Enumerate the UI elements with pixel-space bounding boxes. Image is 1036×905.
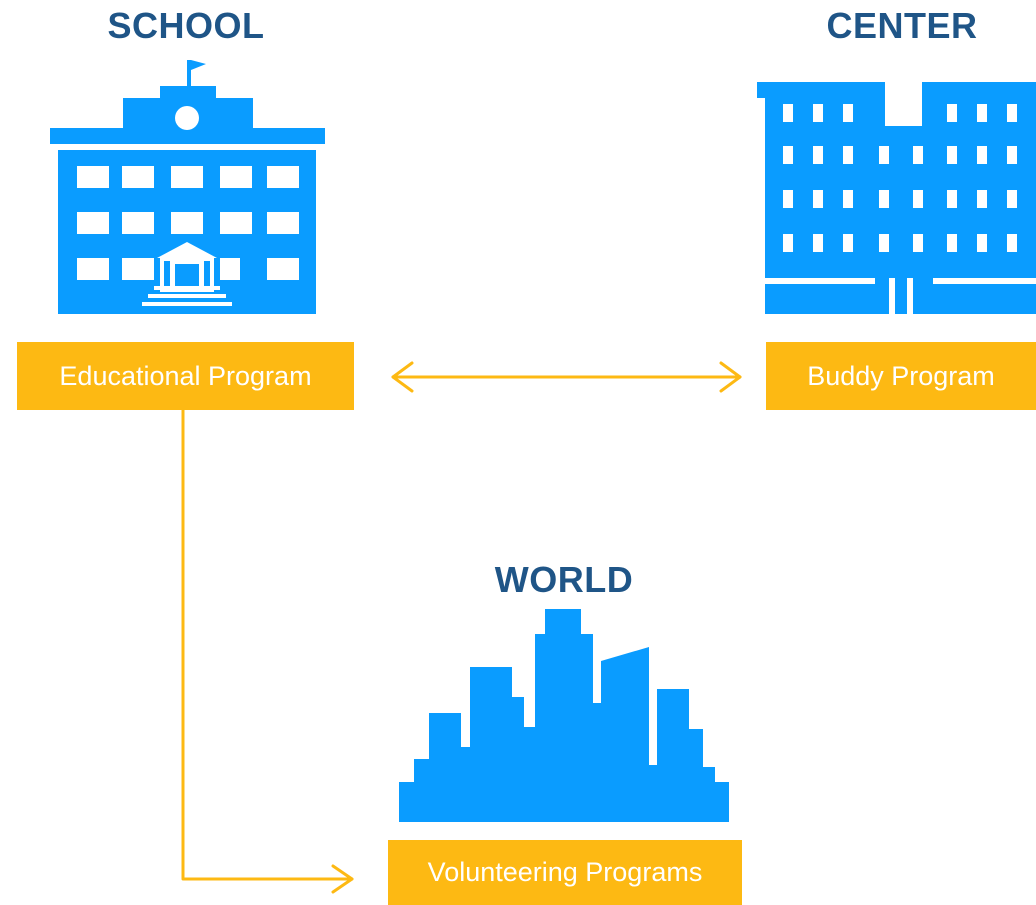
arrowhead-left-icon bbox=[391, 361, 414, 393]
edge-school-center bbox=[391, 361, 742, 393]
office-building-icon bbox=[757, 82, 1036, 314]
educational-program-box[interactable]: Educational Program bbox=[17, 342, 354, 410]
school-heading: SCHOOL bbox=[107, 5, 265, 46]
arrowhead-right-icon bbox=[719, 361, 742, 393]
edge-school-world bbox=[181, 407, 354, 894]
center-heading: CENTER bbox=[826, 5, 978, 46]
volunteering-programs-box[interactable]: Volunteering Programs bbox=[388, 840, 742, 905]
buddy-program-box[interactable]: Buddy Program bbox=[766, 342, 1036, 410]
world-heading: WORLD bbox=[494, 559, 634, 600]
arrowhead-down-right-icon bbox=[331, 864, 354, 894]
city-skyline-icon bbox=[399, 609, 729, 822]
school-building-icon bbox=[50, 60, 325, 314]
